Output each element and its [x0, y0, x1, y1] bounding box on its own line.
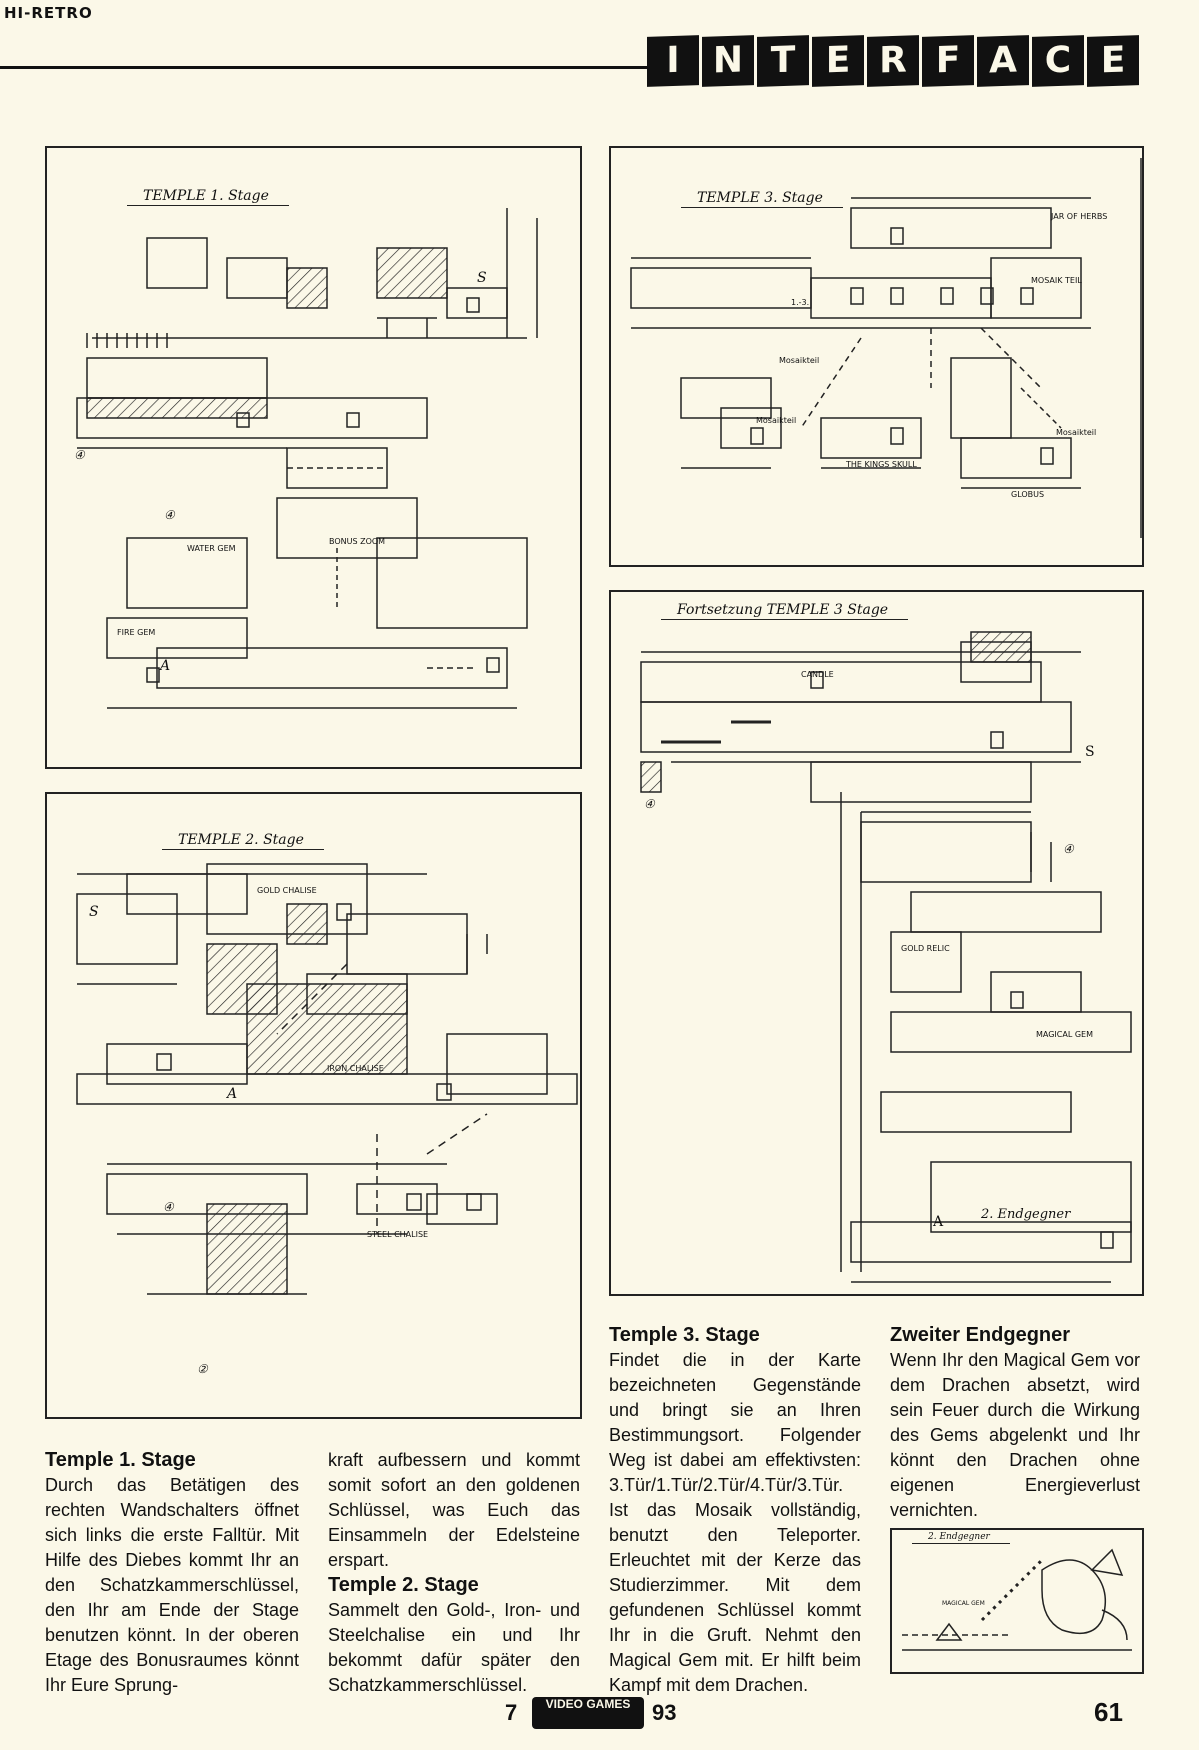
- map-title: Fortsetzung TEMPLE 3 Stage: [661, 602, 909, 620]
- map-label: BONUS ZOOM: [329, 537, 386, 546]
- map-temple-3-continued: Fortsetzung TEMPLE 3 Stage CANDLE GOLD R…: [609, 590, 1144, 1296]
- map-drawing: [640, 631, 1132, 1283]
- map-label: 1.-3.: [791, 298, 810, 307]
- section-letter: A: [977, 35, 1029, 87]
- section-letter: F: [922, 35, 974, 87]
- map-label: ②: [197, 1362, 208, 1376]
- map-label: ④: [74, 448, 85, 462]
- section-heading: Temple 2. Stage: [328, 1574, 479, 1596]
- map-label: GOLD CHALISE: [257, 886, 317, 895]
- map-label: A: [160, 658, 171, 674]
- section-letter: R: [867, 35, 919, 87]
- map-temple-1: TEMPLE 1. Stage BONUS ZOOM WATER GEM FIR…: [45, 146, 582, 769]
- map-label: Mosaikteil: [779, 356, 820, 365]
- brand-logo: HI-RETRO: [4, 4, 93, 22]
- issue-number: 7: [505, 1700, 518, 1725]
- section-letter: T: [757, 35, 809, 87]
- map-label: FIRE GEM: [117, 628, 156, 637]
- map-label: S: [89, 904, 99, 920]
- map-drawing: [76, 208, 538, 709]
- section-letter: C: [1032, 35, 1084, 87]
- section-heading: Zweiter Endgegner: [890, 1324, 1071, 1346]
- map-title: TEMPLE 2. Stage: [162, 832, 324, 850]
- map-temple-2: TEMPLE 2. Stage GOLD CHALISE IRON CHALIS…: [45, 792, 582, 1419]
- map-temple-3: TEMPLE 3. Stage JAR OF HERBS Mosaik teil…: [609, 146, 1144, 567]
- map-drawing: [76, 863, 578, 1295]
- section-letter: E: [812, 35, 864, 87]
- section-letter: E: [1087, 35, 1139, 87]
- map-label: JAR OF HERBS: [1051, 212, 1108, 221]
- issue-year: 93: [652, 1700, 677, 1725]
- header-rule: [0, 66, 690, 69]
- map-boss: 2. Endgegner MAGICAL GEM: [890, 1528, 1144, 1674]
- article-column-4: Zweiter Endgegner Wenn Ihr den Magical G…: [890, 1323, 1140, 1523]
- map-label: S: [477, 270, 487, 286]
- section-title: I N T E R F A C E: [647, 35, 1139, 96]
- paragraph: Durch das Betätigen des rechten Wandscha…: [45, 1475, 299, 1695]
- map-label: CANDLE: [801, 670, 834, 679]
- map-label: GOLD RELIC: [901, 944, 950, 953]
- map-label: A: [933, 1214, 944, 1230]
- map-label: A: [227, 1086, 238, 1102]
- map-label: ④: [644, 797, 655, 811]
- map-label: MAGICAL GEM: [1036, 1030, 1094, 1039]
- article-column-3: Temple 3. Stage Findet die in der Karte …: [609, 1323, 861, 1698]
- section-heading: Temple 1. Stage: [45, 1449, 196, 1471]
- map-label: MAGICAL GEM: [942, 1600, 985, 1607]
- map-drawing: [902, 1548, 1132, 1651]
- section-heading: Temple 3. Stage: [609, 1324, 760, 1346]
- map-label: WATER GEM: [187, 544, 236, 553]
- page-number: 61: [1094, 1697, 1123, 1727]
- section-letter: N: [702, 35, 754, 87]
- map-label: Mosaik teil: [1031, 276, 1082, 285]
- map-title: TEMPLE 1. Stage: [127, 188, 289, 206]
- map-title: TEMPLE 3. Stage: [681, 190, 843, 208]
- map-label: GLOBUS: [1011, 490, 1045, 499]
- map-label: THE KINGS SKULL: [846, 460, 917, 469]
- map-label: ④: [1063, 842, 1074, 856]
- map-label: Mosaikteil: [1056, 428, 1097, 437]
- magazine-logo: VIDEO GAMES: [532, 1697, 644, 1729]
- paragraph: kraft aufbessern und kommt somit sofort …: [328, 1450, 580, 1570]
- map-label: STEEL CHALISE: [367, 1230, 429, 1239]
- map-label: Mosaikteil: [756, 416, 797, 425]
- section-letter: I: [647, 35, 699, 87]
- paragraph: Sammelt den Gold-, Iron- und Steelchalis…: [328, 1600, 580, 1695]
- map-label: ④: [164, 508, 175, 522]
- map-label: ④: [163, 1200, 174, 1214]
- map-title: 2. Endgegner: [912, 1532, 1010, 1544]
- paragraph: Wenn Ihr den Magical Gem vor dem Drachen…: [890, 1350, 1140, 1520]
- article-column-1: Temple 1. Stage Durch das Betätigen des …: [45, 1448, 299, 1698]
- map-label: S: [1085, 744, 1095, 760]
- map-label: 2. Endgegner: [981, 1207, 1071, 1222]
- paragraph: Findet die in der Karte bezeichneten Geg…: [609, 1350, 861, 1695]
- map-drawing: [630, 158, 1142, 538]
- article-column-2: kraft aufbessern und kommt somit sofort …: [328, 1448, 580, 1698]
- map-label: IRON CHALISE: [327, 1064, 384, 1073]
